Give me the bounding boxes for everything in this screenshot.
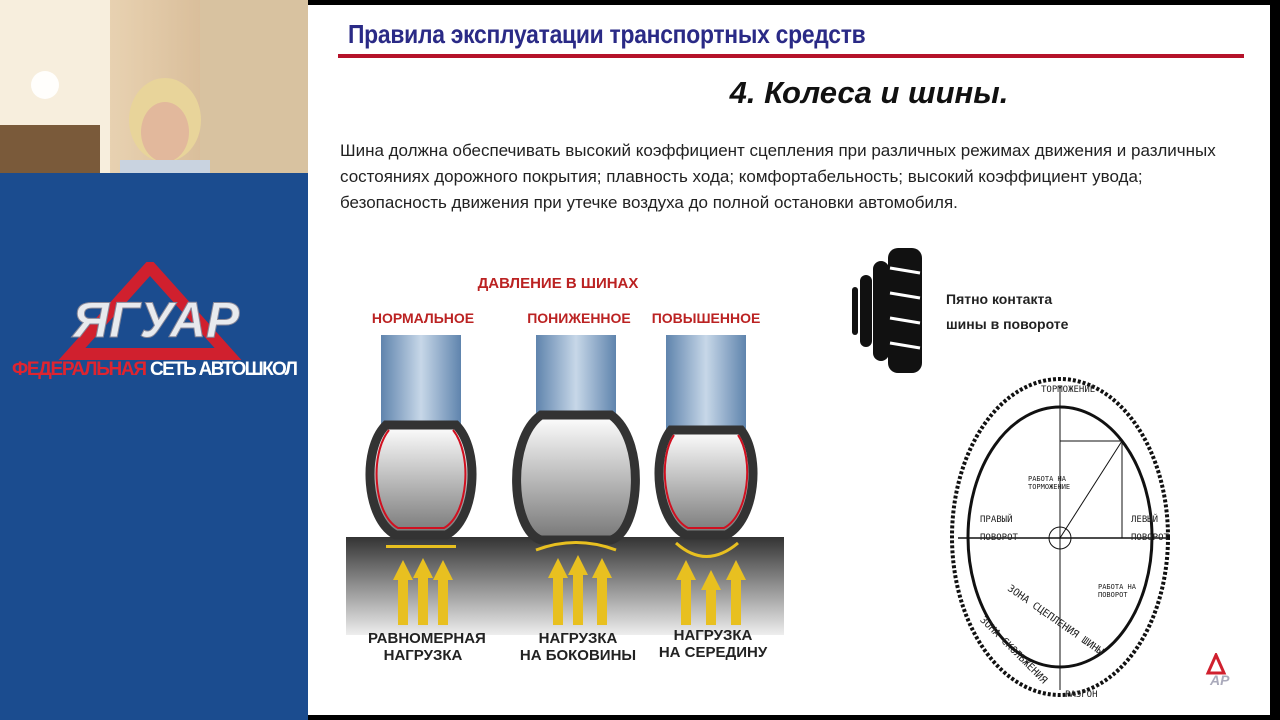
yaguar-logo: ЯГУАР ФЕДЕРАЛЬНАЯ СЕТЬ АВТОШКОЛ <box>10 258 302 387</box>
header-divider <box>338 54 1244 58</box>
corner-logo: АР <box>1205 653 1230 688</box>
presentation-slide: Правила эксплуатации транспортных средст… <box>308 5 1270 715</box>
label-normal: НОРМАЛЬНОЕ <box>371 310 475 326</box>
label-turn-work: РАБОТА НА ПОВОРОТ <box>1098 583 1136 599</box>
svg-text:ФЕДЕРАЛЬНАЯ: ФЕДЕРАЛЬНАЯ <box>12 359 147 380</box>
label-brake-work: РАБОТА НА ТОРМОЖЕНИЕ <box>1028 475 1071 491</box>
svg-text:СЕТЬ АВТОШКОЛ: СЕТЬ АВТОШКОЛ <box>150 359 298 380</box>
tire-tread-icon <box>852 248 922 373</box>
friction-circle-diagram <box>950 377 1170 697</box>
presenter-image <box>0 0 308 173</box>
tire-low <box>512 335 640 552</box>
slide-paragraph: Шина должна обеспечивать высокий коэффиц… <box>340 141 1216 212</box>
label-acceleration: РАЗГОН <box>1065 690 1098 700</box>
tire-normal <box>365 335 477 548</box>
slide-header: Правила эксплуатации транспортных средст… <box>348 19 866 49</box>
label-high: ПОВЫШЕННОЕ <box>651 310 761 326</box>
svg-text:АР: АР <box>1209 672 1230 688</box>
slide-subtitle: 4. Колеса и шины. <box>729 75 1009 110</box>
label-braking: ТОРМОЖЕНИЕ <box>1041 385 1096 395</box>
tire-high <box>654 335 758 558</box>
pressure-title: ДАВЛЕНИЕ В ШИНАХ <box>477 275 639 292</box>
tire-pressure-diagram <box>346 335 784 635</box>
sidebar-panel: ЯГУАР ФЕДЕРАЛЬНАЯ СЕТЬ АВТОШКОЛ <box>0 0 308 720</box>
webcam-video <box>0 0 308 173</box>
label-low: ПОНИЖЕННОЕ <box>527 310 631 326</box>
svg-text:ЯГУАР: ЯГУАР <box>71 292 240 348</box>
load-arrows <box>393 555 746 625</box>
